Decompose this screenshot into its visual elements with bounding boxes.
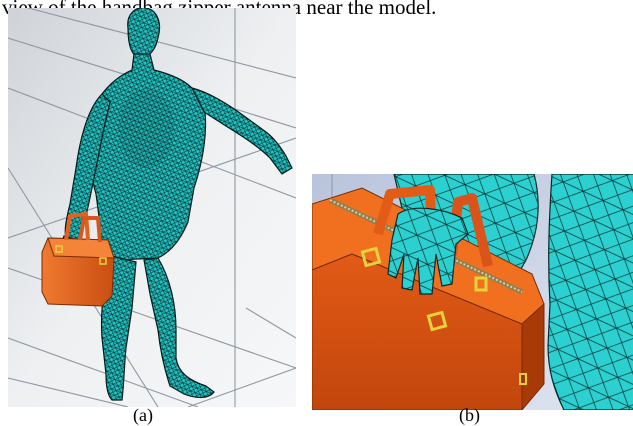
body-model-render [8,8,296,407]
panel-a-image [8,8,296,407]
hand-mesh [387,207,469,295]
panel-b-image [312,174,633,410]
handbag-a [41,211,115,307]
panel-a-label: (a) [133,405,153,425]
human-body-mesh [61,8,293,401]
handbag-closeup-render [312,174,633,410]
panel-b-label: (b) [459,405,480,425]
